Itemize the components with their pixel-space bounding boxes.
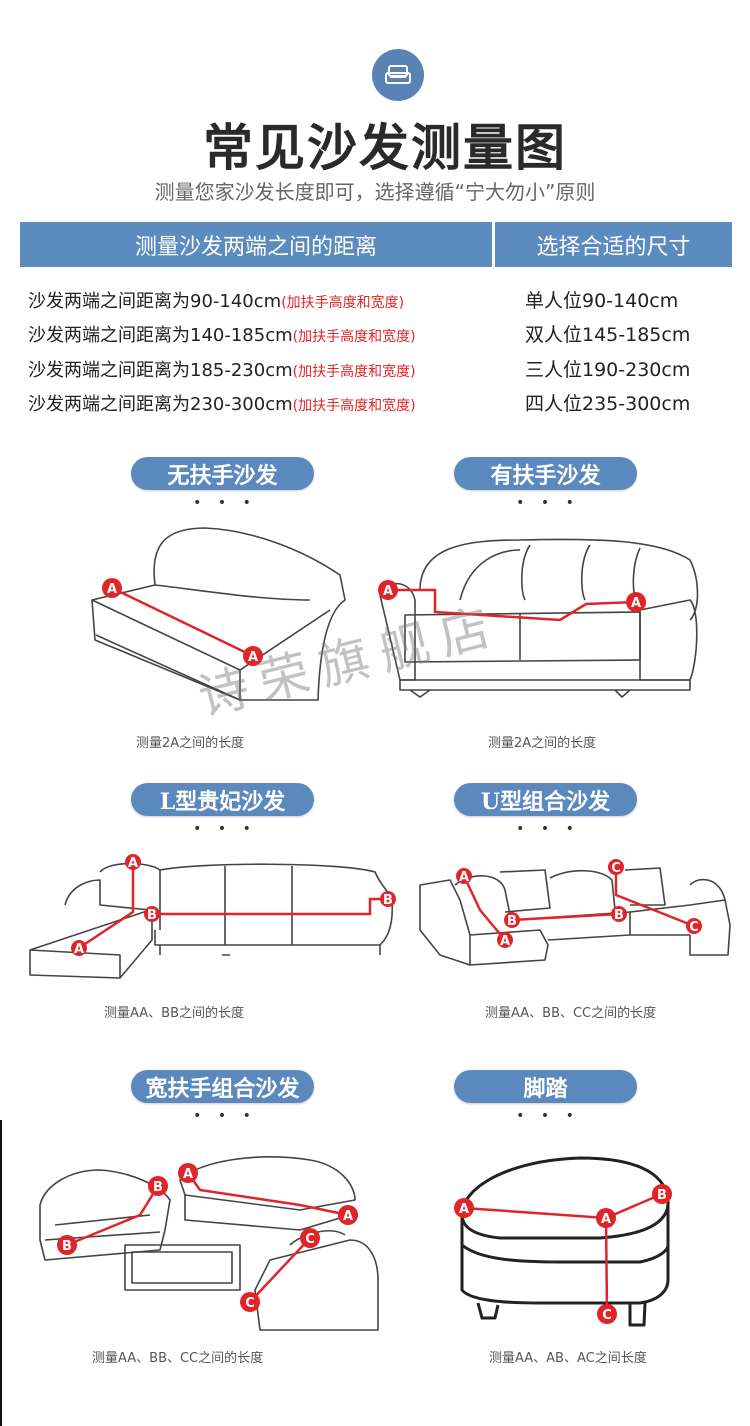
measure-markers: A A A A A A B B A A B B C C A A B B C C … [57,578,702,1324]
dots-divider: • • • [193,1108,257,1124]
marker-a: A [378,580,398,600]
svg-text:A: A [459,1202,469,1217]
svg-text:B: B [383,893,393,908]
u-shaped-sofa-drawing [419,867,731,966]
section-title-ottoman: 脚踏 [454,1070,637,1103]
note-text: (加扶手高度和宽度) [281,295,405,311]
marker-a: A [497,932,513,949]
caption: 测量2A之间的长度 [136,736,245,751]
svg-text:B: B [147,908,157,923]
svg-text:A: A [248,650,258,665]
marker-c: C [608,859,624,876]
marker-a: A [102,578,122,598]
ottoman-drawing [460,1156,670,1327]
armless-sofa-drawing [91,527,346,701]
section-title-wide-arm: 宽扶手组合沙发 [131,1070,314,1103]
dots-divider: • • • [516,821,580,837]
svg-text:A: A [631,596,641,611]
marker-b: B [148,1176,168,1196]
distance-text: 沙发两端之间距离为90-140cm [28,291,282,312]
svg-text:A: A [128,856,138,871]
section-title-armless: 无扶手沙发 [131,457,314,490]
svg-text:A: A [343,1209,353,1224]
marker-a: A [243,646,263,666]
size-text: 双人位145-185cm [525,324,691,346]
page-subtitle: 测量您家沙发长度即可，选择遵循“宁大勿小”原则 [154,180,596,204]
svg-text:C: C [602,1308,612,1323]
svg-text:A: A [383,584,393,599]
marker-b: B [504,912,520,929]
section-title-armed: 有扶手沙发 [454,457,637,490]
svg-text:C: C [611,861,621,876]
svg-text:C: C [305,1232,315,1247]
marker-a: A [338,1205,358,1225]
marker-a: A [125,854,141,871]
svg-text:B: B [153,1180,163,1195]
svg-text:A: A [459,870,469,885]
caption: 测量AA、BB、CC之间的长度 [485,1006,657,1021]
svg-text:B: B [614,908,624,923]
size-text: 单人位90-140cm [525,290,679,312]
distance-text: 沙发两端之间距离为140-185cm [28,325,293,346]
svg-text:C: C [245,1296,255,1311]
table-row: 沙发两端之间距离为185-230cm(加扶手高度和宽度) [28,356,416,382]
svg-text:A: A [107,582,117,597]
caption: 测量2A之间的长度 [488,736,597,751]
marker-b: B [57,1235,77,1255]
note-text: (加扶手高度和宽度) [292,398,416,414]
table-row: 沙发两端之间距离为90-140cm(加扶手高度和宽度) [28,287,404,313]
marker-b: B [611,906,627,923]
marker-b: B [380,891,396,908]
marker-a: A [456,868,472,885]
size-text: 三人位190-230cm [525,359,691,381]
svg-text:B: B [62,1239,72,1254]
section-title-u-shape: U型组合沙发 [454,783,637,816]
svg-text:C: C [689,920,699,935]
marker-c: C [300,1228,320,1248]
svg-text:A: A [74,942,84,957]
caption: 测量AA、BB之间的长度 [104,1006,244,1021]
svg-text:B: B [507,914,517,929]
marker-a: A [178,1163,198,1183]
page-title: 常见沙发测量图 [203,118,567,177]
marker-c: C [686,918,702,935]
marker-c: C [597,1304,617,1324]
dots-divider: • • • [193,821,257,837]
table-header-distance: 测量沙发两端之间的距离 [20,222,492,267]
caption: 测量AA、BB、CC之间的长度 [92,1351,264,1366]
marker-a: A [626,592,646,612]
section-title-l-shape: L型贵妃沙发 [131,783,314,816]
note-text: (加扶手高度和宽度) [292,364,416,380]
wide-arm-combo-drawing [39,1156,379,1331]
note-text: (加扶手高度和宽度) [292,329,416,345]
l-shaped-sofa-drawing [29,862,394,979]
marker-a: A [454,1198,474,1218]
distance-text: 沙发两端之间距离为230-300cm [28,394,293,415]
marker-b: B [144,906,160,923]
sofa-icon [372,49,424,101]
marker-a: A [71,940,87,957]
size-text: 四人位235-300cm [525,393,691,415]
table-header-size: 选择合适的尺寸 [495,222,732,267]
dots-divider: • • • [193,495,257,511]
svg-text:A: A [183,1167,193,1182]
distance-text: 沙发两端之间距离为185-230cm [28,360,293,381]
svg-text:B: B [657,1188,667,1203]
table-row: 沙发两端之间距离为230-300cm(加扶手高度和宽度) [28,390,416,416]
marker-b: B [652,1184,672,1204]
svg-text:A: A [601,1212,611,1227]
marker-c: C [240,1292,260,1312]
table-row: 沙发两端之间距离为140-185cm(加扶手高度和宽度) [28,321,416,347]
dots-divider: • • • [516,1108,580,1124]
svg-text:A: A [500,934,510,949]
marker-a: A [596,1208,616,1228]
caption: 测量AA、AB、AC之间长度 [489,1351,647,1366]
dots-divider: • • • [516,495,580,511]
